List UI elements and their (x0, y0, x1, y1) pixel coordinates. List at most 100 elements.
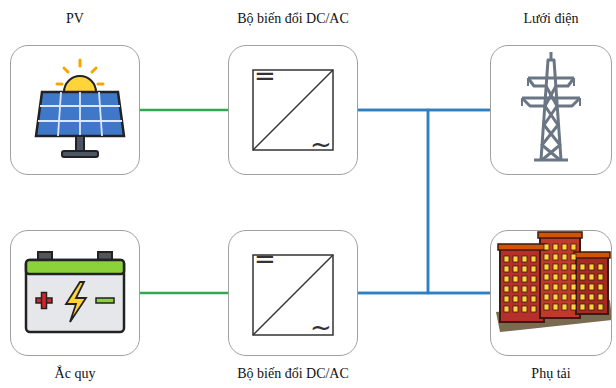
window (531, 256, 536, 262)
window (531, 276, 536, 282)
connector-line (358, 292, 490, 295)
window (504, 306, 509, 312)
window (522, 296, 527, 302)
window (544, 304, 549, 310)
node-outline (10, 45, 140, 175)
window (589, 274, 594, 280)
window (522, 256, 527, 262)
window (513, 296, 518, 302)
window (589, 284, 594, 290)
grid-node: Lưới điện (490, 45, 612, 175)
window (598, 294, 603, 300)
inverter-sign: = (254, 246, 276, 272)
window (571, 244, 576, 250)
window (571, 264, 576, 270)
window (513, 286, 518, 292)
pv-node: PV (10, 45, 140, 175)
window (504, 276, 509, 282)
window (598, 284, 603, 290)
window (504, 256, 509, 262)
window (504, 266, 509, 272)
window (571, 294, 576, 300)
connector-line (140, 109, 228, 112)
window (580, 284, 585, 290)
window (522, 266, 527, 272)
window (504, 286, 509, 292)
window (544, 284, 549, 290)
window (571, 274, 576, 280)
window (531, 266, 536, 272)
window (513, 266, 518, 272)
window (571, 254, 576, 260)
node-outline (228, 230, 358, 356)
window (522, 286, 527, 292)
window (522, 276, 527, 282)
window (562, 294, 567, 300)
node-label: PV (66, 11, 84, 27)
window (522, 306, 527, 312)
building-icon (496, 232, 612, 332)
load-node: Phụ tải (490, 230, 612, 356)
window (531, 296, 536, 302)
window (544, 264, 549, 270)
window (513, 306, 518, 312)
window (553, 244, 558, 250)
inverter-symbol (253, 70, 333, 335)
window (580, 274, 585, 280)
node-outline (490, 230, 612, 356)
window (589, 264, 594, 270)
window (553, 294, 558, 300)
window (571, 284, 576, 290)
inverter-sign: = (254, 63, 276, 89)
window (553, 264, 558, 270)
connector-line (358, 110, 490, 293)
node-outline (228, 45, 358, 175)
window (504, 296, 509, 302)
inverter-node: Bộ biến đổi DC/AC=~ (228, 45, 358, 175)
node-outline (10, 230, 140, 356)
window (598, 274, 603, 280)
window (562, 244, 567, 250)
window (562, 284, 567, 290)
battery-icon (26, 252, 124, 332)
window (544, 254, 549, 260)
window (562, 254, 567, 260)
window (598, 304, 603, 310)
window (544, 274, 549, 280)
window (553, 304, 558, 310)
window (562, 274, 567, 280)
node-label: Ắc quy (55, 366, 96, 382)
window (513, 256, 518, 262)
window (571, 304, 576, 310)
window (544, 244, 549, 250)
window (513, 276, 518, 282)
window (531, 306, 536, 312)
window (562, 304, 567, 310)
inverter-node: Bộ biến đổi DC/AC=~ (228, 230, 358, 356)
window (553, 254, 558, 260)
connector-line (358, 110, 490, 293)
node-label: Phụ tải (531, 366, 570, 382)
window (589, 294, 594, 300)
node-label: Lưới điện (523, 11, 578, 27)
window (580, 304, 585, 310)
inverter-sign: ~ (310, 131, 332, 157)
window (544, 294, 549, 300)
window (598, 264, 603, 270)
inverter-sign: ~ (310, 314, 332, 340)
node-outline (490, 45, 612, 175)
window (562, 264, 567, 270)
battery-node: Ắc quy (10, 230, 140, 356)
window (580, 294, 585, 300)
window (531, 286, 536, 292)
solar-panel-icon (36, 60, 124, 157)
window (553, 274, 558, 280)
window (589, 304, 594, 310)
connector-line (140, 292, 228, 295)
window (553, 284, 558, 290)
window (580, 264, 585, 270)
transmission-tower-icon (522, 52, 580, 160)
node-label: Bộ biến đổi DC/AC (237, 11, 349, 27)
